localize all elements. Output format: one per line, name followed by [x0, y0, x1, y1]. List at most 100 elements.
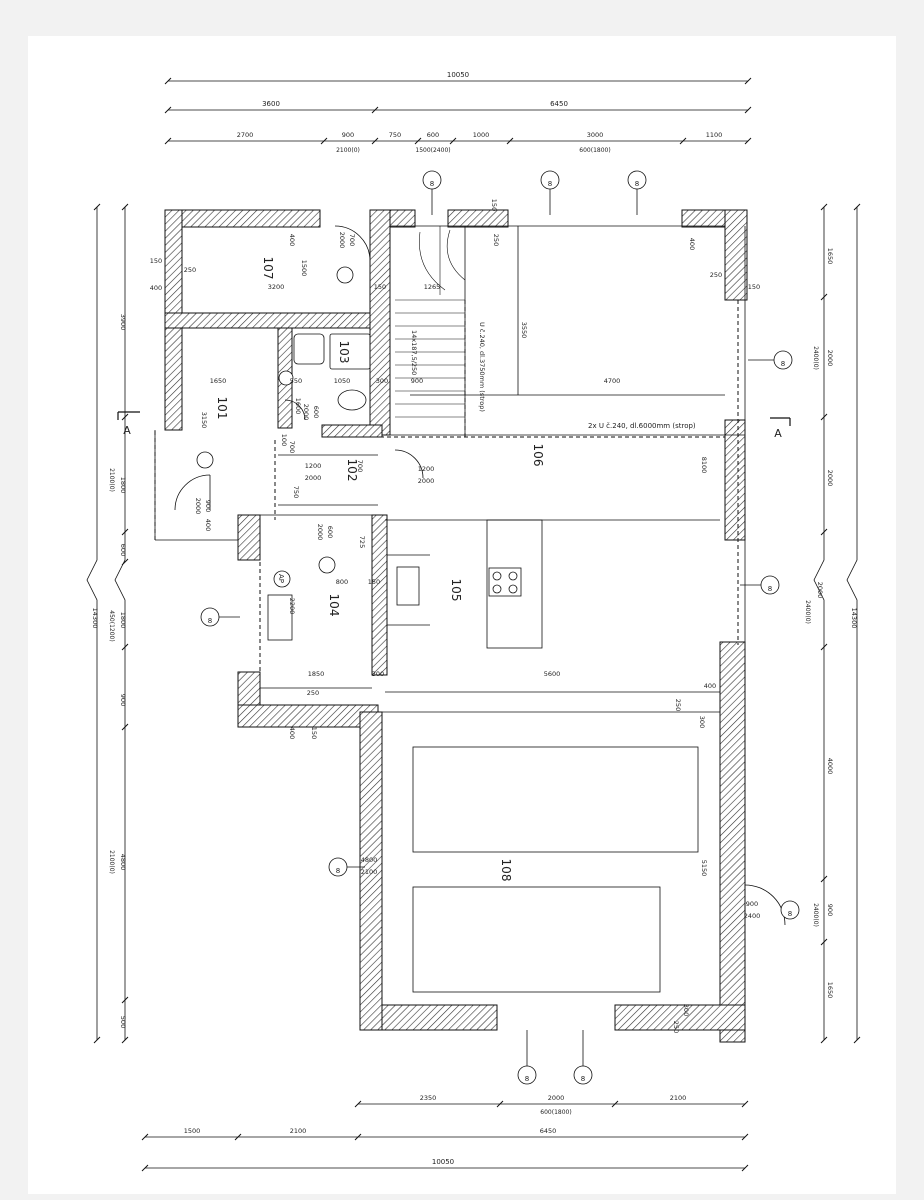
dim-300-c: 300	[682, 1004, 690, 1016]
dim-900-g: 900	[746, 900, 758, 908]
dim-top-sub-2: 1500(2400)	[415, 147, 450, 154]
axis-label: 8	[635, 180, 639, 188]
room-103: 103	[337, 341, 351, 364]
dim-5150: 5150	[700, 860, 708, 877]
dim-right-4000: 4000	[826, 758, 834, 775]
dim-550: 550	[290, 377, 302, 385]
dim-bottom-2100: 2100	[670, 1094, 687, 1102]
dim-100: 100	[280, 434, 288, 446]
dim-top-3000: 3000	[587, 131, 604, 139]
dim-left-overall: 14300	[91, 608, 99, 629]
dim-2000-f: 2000	[338, 232, 346, 249]
dim-2000-a: 2000	[305, 474, 322, 482]
dim-3150: 3150	[200, 412, 208, 429]
dim-150-a: 150	[150, 257, 162, 265]
dim-bottom-sub: 600(1800)	[540, 1109, 571, 1116]
dim-right-1650b: 1650	[826, 982, 834, 999]
dim-bottom-1500: 1500	[184, 1127, 201, 1135]
dim-800: 800	[336, 578, 348, 586]
dim-4700: 4700	[604, 377, 621, 385]
room-105: 105	[449, 579, 463, 602]
axis-label: 8	[208, 617, 212, 625]
axis-label: 8	[768, 585, 772, 593]
dim-400-a: 400	[150, 284, 162, 292]
room-107: 107	[261, 257, 275, 280]
dim-350: 300	[698, 716, 706, 728]
dim-150-e: 150	[310, 727, 318, 739]
dim-1650: 1650	[210, 377, 227, 385]
dim-8100: 8100	[700, 457, 708, 474]
dim-bottom-2350: 2350	[420, 1094, 437, 1102]
beam-note-2: U č.240, dl.3750mm (strop)	[478, 322, 486, 412]
dim-1500: 1500	[300, 260, 308, 277]
axis-label: 8	[581, 1075, 585, 1083]
dim-725: 725	[358, 536, 366, 548]
dim-right-1650: 1650	[826, 248, 834, 265]
section-a-left: A	[123, 424, 131, 437]
dim-150-d: 150	[490, 199, 498, 211]
dim-150-c: 150	[374, 283, 386, 291]
dim-left-600: 600	[119, 544, 127, 556]
dim-250-d: 250	[674, 699, 682, 711]
dim-top-overall: 10050	[447, 71, 469, 79]
dim-250-f: 250	[307, 689, 319, 697]
dim-bottom-2100b: 2100	[290, 1127, 307, 1135]
dim-right-overall: 14300	[850, 608, 858, 629]
ap-label: AP	[277, 574, 285, 583]
dim-5600: 5600	[544, 670, 561, 678]
dim-left-sub-3: 2100(0)	[108, 850, 115, 874]
dim-1050: 1050	[334, 377, 351, 385]
dim-1265: 1265	[424, 283, 441, 291]
axis-label: 8	[788, 910, 792, 918]
dim-600-a: 600	[312, 406, 320, 418]
dim-700-b: 700	[348, 234, 356, 246]
dim-top-2700: 2700	[237, 131, 254, 139]
dim-left-500: 500	[119, 1016, 127, 1028]
dim-250-b: 250	[710, 271, 722, 279]
dim-700-c: 700	[356, 460, 364, 472]
room-106: 106	[531, 444, 545, 467]
room-104: 104	[327, 594, 341, 617]
dim-top-6450: 6450	[550, 100, 568, 108]
dim-left-1800: 1800	[119, 477, 127, 494]
dim-150-b: 150	[748, 283, 760, 291]
dim-top-1000: 1000	[473, 131, 490, 139]
dim-right-2000: 2000	[826, 350, 834, 367]
dim-300-b: 300	[372, 670, 384, 678]
dim-4800: 4800	[361, 856, 378, 864]
section-a-right: A	[774, 427, 782, 440]
axis-label: 8	[548, 180, 552, 188]
dim-left-4800: 4800	[119, 854, 127, 871]
dim-2100: 2100	[361, 868, 378, 876]
dim-300: 300	[376, 377, 388, 385]
dim-top-900: 900	[342, 131, 354, 139]
dim-1200-b: 1200	[418, 465, 435, 473]
dim-right-sub-2: 2400(0)	[804, 600, 811, 624]
dim-250-c: 250	[492, 234, 500, 246]
dim-bottom-2000: 2000	[548, 1094, 565, 1102]
dim-1200-a: 1200	[305, 462, 322, 470]
dim-400-c: 400	[688, 238, 696, 250]
dim-2400: 2400	[744, 912, 761, 920]
dim-900: 900	[411, 377, 423, 385]
dim-right-sub-1: 2400(0)	[812, 346, 819, 370]
beam-note-1: 2x U č.240, dl.6000mm (strop)	[588, 422, 696, 430]
dim-right-2000b: 2000	[826, 470, 834, 487]
dim-left-1800b: 1800	[119, 612, 127, 629]
dim-700: 700	[288, 441, 296, 453]
dim-2200: 2200	[288, 598, 296, 615]
dim-left-3900: 3900	[119, 314, 127, 331]
dim-2000-e: 2000	[194, 498, 202, 515]
dim-right-sub-3: 2400(0)	[812, 903, 819, 927]
dim-left-900: 900	[119, 694, 127, 706]
dim-top-1100: 1100	[706, 131, 723, 139]
dim-right-900: 900	[826, 904, 834, 916]
dim-150-k: 150	[368, 578, 380, 586]
dim-750: 750	[292, 486, 300, 498]
dim-left-sub-2: 450(1200)	[108, 610, 115, 641]
dim-3200: 3200	[268, 283, 285, 291]
dim-bottom-6450: 6450	[540, 1127, 557, 1135]
room-108: 108	[499, 859, 513, 882]
dim-top-3600: 3600	[262, 100, 280, 108]
